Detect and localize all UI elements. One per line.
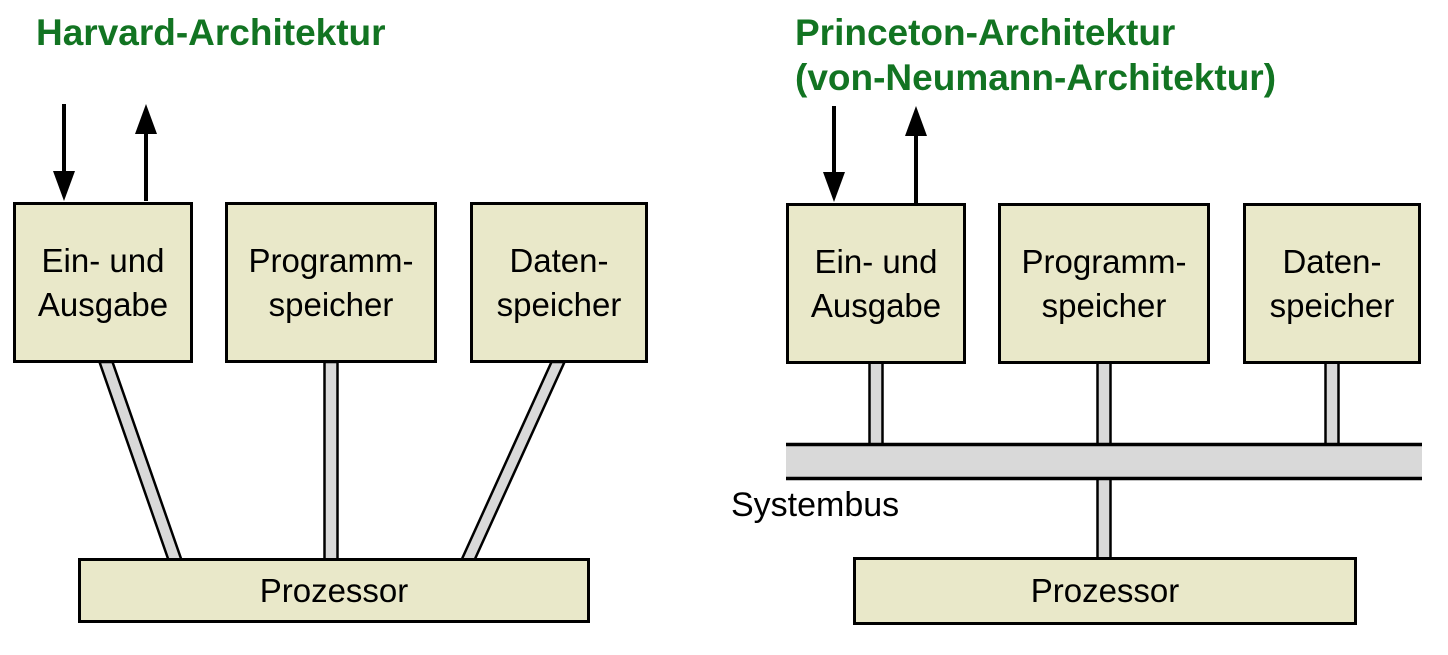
harvard-connector-io	[97, 360, 184, 562]
harvard-input-arrow-icon	[53, 104, 75, 201]
princeton-title-line1: Princeton-Architektur	[795, 12, 1176, 53]
princeton-connector-data	[1324, 360, 1340, 450]
systembus-label: Systembus	[731, 486, 900, 524]
princeton-box-data-memory: Daten- speicher	[1243, 203, 1421, 364]
harvard-box-data-memory: Daten- speicher	[470, 202, 648, 363]
princeton-box-program-memory: Programm- speicher	[998, 203, 1210, 364]
princeton-connector-io	[868, 360, 884, 450]
harvard-connector-data	[459, 360, 567, 562]
harvard-output-arrow-icon	[135, 104, 157, 201]
harvard-processor-box: Prozessor	[78, 558, 590, 623]
harvard-connector-program	[323, 360, 339, 562]
harvard-title: Harvard-Architektur	[36, 12, 386, 53]
princeton-title-line2: (von-Neumann-Architektur)	[795, 57, 1277, 98]
princeton-connector-processor	[1096, 474, 1112, 562]
systembus-bar	[786, 446, 1422, 477]
princeton-processor-box: Prozessor	[853, 557, 1357, 625]
princeton-box-io: Ein- und Ausgabe	[786, 203, 966, 364]
harvard-box-io: Ein- und Ausgabe	[13, 202, 193, 363]
princeton-connector-program	[1096, 360, 1112, 450]
princeton-output-arrow-icon	[905, 106, 927, 203]
harvard-box-program-memory: Programm- speicher	[225, 202, 437, 363]
princeton-input-arrow-icon	[823, 106, 845, 202]
